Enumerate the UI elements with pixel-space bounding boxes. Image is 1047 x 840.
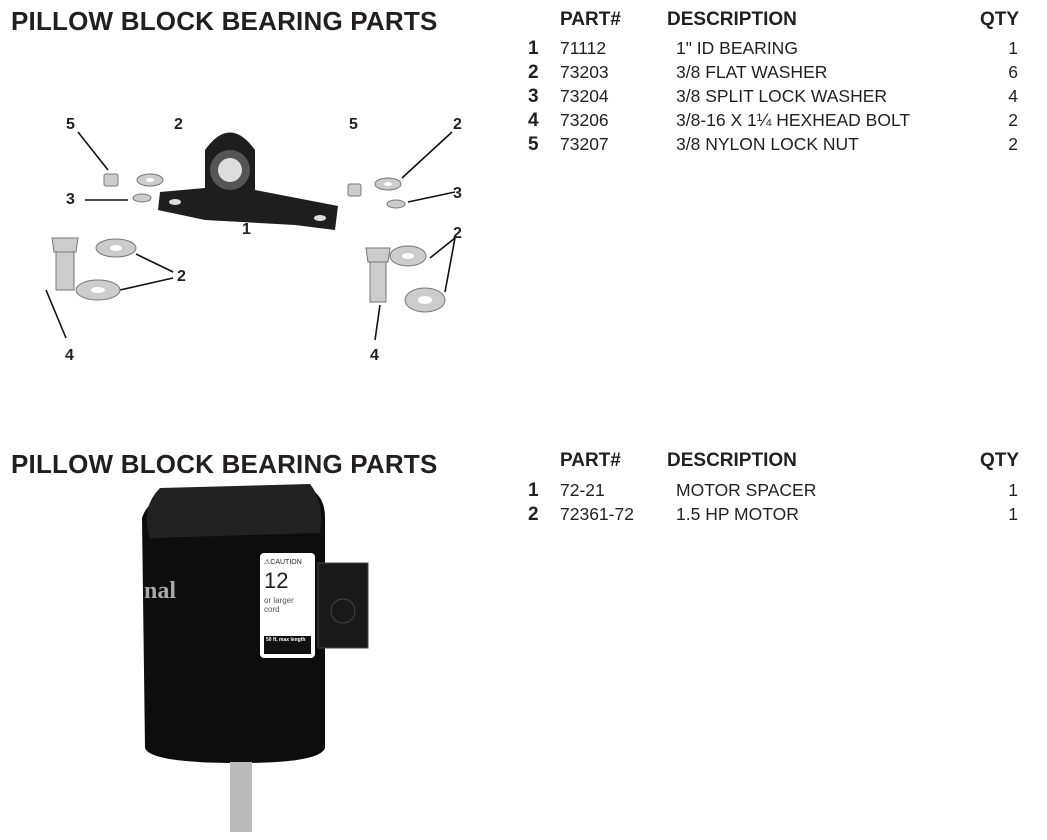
motor-label-text: or larger cord — [264, 596, 294, 614]
part-number: 73204 — [560, 86, 609, 106]
section-title: PILLOW BLOCK BEARING PARTS — [11, 449, 438, 479]
item-number: 2 — [528, 62, 539, 83]
qty: 1 — [1008, 504, 1018, 524]
motor-label-gauge: 12 — [264, 568, 289, 593]
description: 3/8 FLAT WASHER — [676, 62, 828, 82]
callout-label: 3 — [66, 191, 75, 208]
motor-image: ⚠CAUTION 12 or larger cord 50 ft. max le… — [130, 478, 380, 840]
part-number: 72-21 — [560, 480, 605, 500]
section-title: PILLOW BLOCK BEARING PARTS — [11, 6, 438, 36]
bearing-parts-diagram — [45, 131, 456, 341]
item-number: 1 — [528, 38, 539, 59]
qty: 6 — [1008, 62, 1018, 82]
callout-label: 3 — [453, 185, 462, 202]
part-number: 73207 — [560, 134, 609, 154]
callout-label: 5 — [66, 116, 75, 133]
header-part: PART# — [560, 450, 621, 471]
item-number: 4 — [528, 110, 539, 131]
qty: 2 — [1008, 134, 1018, 154]
item-number: 3 — [528, 86, 539, 107]
header-qty: QTY — [980, 9, 1020, 30]
motor-label-footer: 50 ft. max length — [266, 637, 306, 643]
item-number: 1 — [528, 480, 539, 501]
header-qty: QTY — [980, 450, 1020, 471]
motor-brand-text: nal — [144, 578, 177, 604]
item-number: 5 — [528, 134, 539, 155]
table-row: 4 73206 3/8-16 X 1¼ HEXHEAD BOLT 2 — [528, 110, 1028, 134]
header-description: DESCRIPTION — [667, 9, 797, 30]
motor-label-caution: ⚠CAUTION — [264, 559, 302, 566]
callout-label: 1 — [242, 221, 251, 238]
table-row: 2 72361-72 1.5 HP MOTOR 1 — [528, 504, 1028, 528]
description: 3/8-16 X 1¼ HEXHEAD BOLT — [676, 110, 911, 130]
part-number: 73203 — [560, 62, 609, 82]
table-row: 1 72-21 MOTOR SPACER 1 — [528, 480, 1028, 504]
callout-label: 2 — [453, 116, 462, 133]
callout-label: 2 — [177, 268, 186, 285]
table-row: 5 73207 3/8 NYLON LOCK NUT 2 — [528, 134, 1028, 158]
callout-label: 4 — [65, 347, 74, 364]
description: 3/8 NYLON LOCK NUT — [676, 134, 859, 154]
callout-label: 2 — [453, 225, 462, 242]
bearing-block — [158, 132, 338, 230]
description: MOTOR SPACER — [676, 480, 817, 500]
description: 1" ID BEARING — [676, 38, 798, 58]
callout-label: 2 — [174, 116, 183, 133]
part-number: 72361-72 — [560, 504, 634, 524]
header-part: PART# — [560, 9, 621, 30]
callout-label: 5 — [349, 116, 358, 133]
item-number: 2 — [528, 504, 539, 525]
part-number: 73206 — [560, 110, 609, 130]
part-number: 71112 — [560, 38, 607, 58]
qty: 4 — [1008, 86, 1018, 106]
table-row: 1 71112 1" ID BEARING 1 — [528, 38, 1028, 62]
header-description: DESCRIPTION — [667, 450, 797, 471]
table-row: 2 73203 3/8 FLAT WASHER 6 — [528, 62, 1028, 86]
qty: 1 — [1008, 480, 1018, 500]
description: 3/8 SPLIT LOCK WASHER — [676, 86, 888, 106]
callout-label: 4 — [370, 347, 379, 364]
qty: 2 — [1008, 110, 1018, 130]
table-row: 3 73204 3/8 SPLIT LOCK WASHER 4 — [528, 86, 1028, 110]
description: 1.5 HP MOTOR — [676, 504, 799, 524]
qty: 1 — [1008, 38, 1018, 58]
